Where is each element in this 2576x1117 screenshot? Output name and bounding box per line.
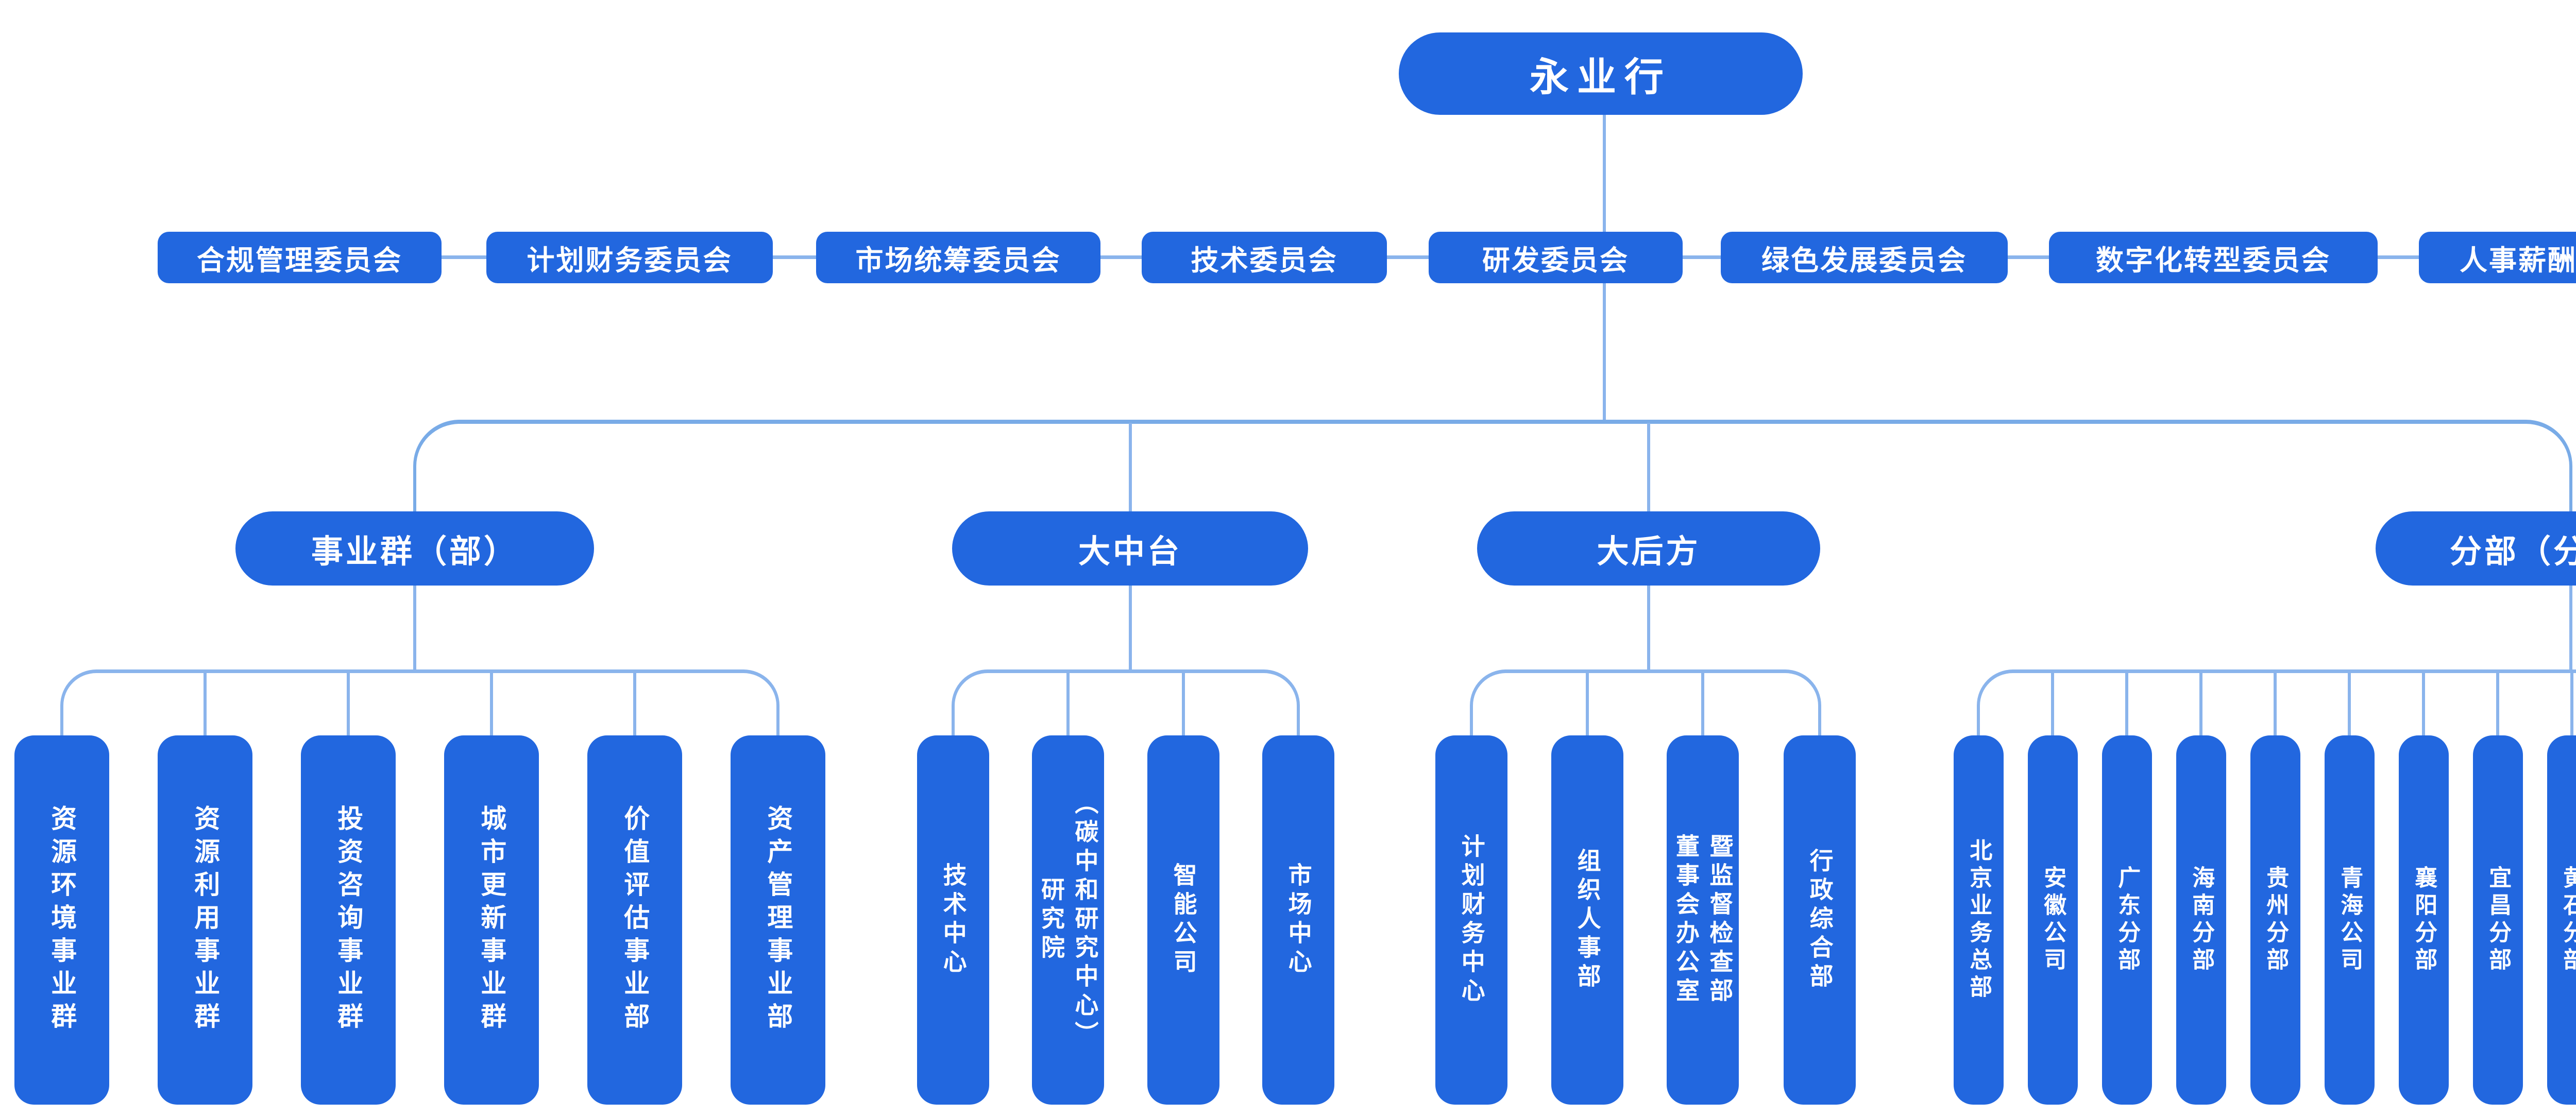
- connector-drop-dahoufang: [1647, 423, 1650, 511]
- committee-node: 技术委员会: [1142, 232, 1387, 283]
- leaf-label: 资源利用事业群: [191, 804, 220, 1036]
- org-leaf-node: 北京业务总部: [1954, 735, 2004, 1105]
- org-leaf-node: 黄石分部: [2547, 735, 2576, 1105]
- connector-stub: [2199, 672, 2202, 735]
- leaf-label: 海南分部: [2189, 865, 2214, 975]
- committee-node: 绿色发展委员会: [1721, 232, 2008, 283]
- connector-child-bus-1: [60, 669, 779, 735]
- connector-stub: [2496, 672, 2499, 735]
- branch-node: 分部（分公司）: [2376, 511, 2576, 586]
- connector-stub: [1701, 672, 1704, 735]
- connector-child-bus-3: [1470, 669, 1821, 735]
- org-leaf-node: 董事会办公室 暨监督检查部: [1667, 735, 1739, 1105]
- committee-node: 合规管理委员会: [158, 232, 442, 283]
- leaf-label: 青海公司: [2337, 865, 2363, 975]
- org-leaf-node: 资源利用事业群: [158, 735, 252, 1105]
- org-leaf-node: 广东分部: [2102, 735, 2152, 1105]
- branch-node: 大中台: [952, 511, 1308, 586]
- org-leaf-node: 组织人事部: [1551, 735, 1623, 1105]
- leaf-label: 智能公司: [1170, 862, 1197, 978]
- org-leaf-node: 襄阳分部: [2399, 735, 2449, 1105]
- connector-pill3-down: [1647, 586, 1650, 671]
- org-leaf-node: 行政综合部: [1784, 735, 1856, 1105]
- leaf-label: 黄石分部: [2560, 865, 2576, 975]
- root-node: 永业行: [1399, 32, 1803, 115]
- connector-stub: [2125, 672, 2128, 735]
- org-leaf-node: 青海公司: [2325, 735, 2375, 1105]
- leaf-label: 资源环境事业群: [47, 804, 77, 1036]
- connector-pill2-down: [1129, 586, 1132, 671]
- leaf-label: 资产管理事业部: [764, 804, 793, 1036]
- org-leaf-node: 城市更新事业群: [444, 735, 539, 1105]
- org-leaf-node: 资产管理事业部: [731, 735, 825, 1105]
- leaf-label: 襄阳分部: [2411, 865, 2437, 975]
- org-leaf-node: 宜昌分部: [2473, 735, 2523, 1105]
- org-leaf-node: 计划财务中心: [1435, 735, 1507, 1105]
- org-leaf-node: 研究院 （碳中和研究中心）: [1032, 735, 1104, 1105]
- committee-node: 市场统筹委员会: [816, 232, 1100, 283]
- org-leaf-node: 投资咨询事业群: [301, 735, 396, 1105]
- leaf-label: 董事会办公室 暨监督检查部: [1673, 833, 1734, 1007]
- committee-node: 计划财务委员会: [486, 232, 773, 283]
- org-leaf-node: 安徽公司: [2028, 735, 2078, 1105]
- leaf-label: 城市更新事业群: [477, 804, 506, 1036]
- connector-pill1-down: [413, 586, 416, 671]
- leaf-label: 技术中心: [940, 862, 967, 978]
- leaf-label: 价值评估事业部: [620, 804, 650, 1036]
- branch-node: 大后方: [1477, 511, 1820, 586]
- connector-stub: [347, 672, 350, 735]
- connector-stub: [2422, 672, 2425, 735]
- leaf-label: 行政综合部: [1806, 848, 1834, 992]
- connector-stub: [1182, 672, 1185, 735]
- leaf-label: 研究院 （碳中和研究中心）: [1038, 790, 1099, 1050]
- org-leaf-node: 贵州分部: [2250, 735, 2300, 1105]
- connector-main-bus: [413, 420, 2572, 511]
- org-leaf-node: 海南分部: [2176, 735, 2226, 1105]
- leaf-label: 广东分部: [2114, 865, 2140, 975]
- connector-stub: [2274, 672, 2277, 735]
- committee-node: 人事薪酬委员会: [2419, 232, 2576, 283]
- leaf-label: 贵州分部: [2263, 865, 2289, 975]
- leaf-label: 北京业务总部: [1966, 838, 1992, 1002]
- connector-stub: [1586, 672, 1589, 735]
- leaf-label: 计划财务中心: [1458, 833, 1485, 1007]
- connector-child-bus-4: [1977, 669, 2576, 735]
- leaf-label: 组织人事部: [1574, 848, 1601, 992]
- branch-node: 事业群（部）: [235, 511, 594, 586]
- connector-stub: [633, 672, 636, 735]
- connector-stub: [204, 672, 207, 735]
- connector-stub: [2570, 672, 2573, 735]
- connector-stub: [490, 672, 493, 735]
- connector-stub: [2348, 672, 2351, 735]
- connector-stub: [1066, 672, 1070, 735]
- org-leaf-node: 价值评估事业部: [587, 735, 682, 1105]
- leaf-label: 投资咨询事业群: [334, 804, 363, 1036]
- org-leaf-node: 资源环境事业群: [14, 735, 109, 1105]
- connector-stub: [2051, 672, 2054, 735]
- committee-node: 研发委员会: [1429, 232, 1683, 283]
- connector-child-bus-2: [952, 669, 1300, 735]
- leaf-label: 市场中心: [1285, 862, 1312, 978]
- committee-node: 数字化转型委员会: [2049, 232, 2378, 283]
- org-leaf-node: 技术中心: [917, 735, 989, 1105]
- leaf-label: 安徽公司: [2040, 865, 2066, 975]
- leaf-label: 宜昌分部: [2485, 865, 2511, 975]
- org-leaf-node: 智能公司: [1147, 735, 1219, 1105]
- connector-pill4-down: [2569, 586, 2572, 671]
- org-leaf-node: 市场中心: [1262, 735, 1334, 1105]
- connector-drop-datzhongtai: [1129, 423, 1132, 511]
